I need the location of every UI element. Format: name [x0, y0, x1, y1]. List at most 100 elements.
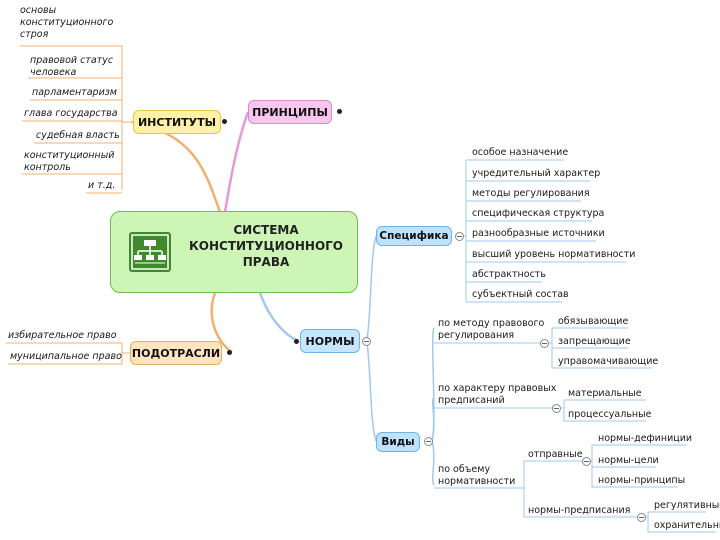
- item-text: регулятивные: [654, 500, 720, 511]
- scope-subbranch[interactable]: нормы-предписания: [528, 505, 630, 517]
- principles-node[interactable]: ПРИНЦИПЫ: [248, 100, 332, 124]
- type-item[interactable]: материальные: [568, 388, 642, 400]
- collapse-dot[interactable]: [294, 339, 299, 344]
- item-text: муниципальное право: [10, 351, 122, 362]
- types-branch[interactable]: по характеру правовых предписаний: [438, 383, 556, 407]
- item-text: нормы-предписания: [528, 505, 631, 516]
- item-text: нормы-дефиниции: [598, 433, 693, 444]
- item-text: субъектный состав: [472, 289, 569, 300]
- scope-subbranch[interactable]: отправные: [528, 449, 583, 461]
- type-item[interactable]: процессуальные: [568, 409, 651, 421]
- item-text: избирательное право: [8, 330, 117, 341]
- central-node[interactable]: СИСТЕМА КОНСТИТУЦИОННОГО ПРАВА: [110, 211, 358, 293]
- types-node[interactable]: Виды: [376, 432, 420, 452]
- item-line: нормативности: [438, 476, 516, 487]
- collapse-toggle[interactable]: [424, 437, 433, 446]
- institute-item[interactable]: глава государства: [24, 108, 118, 120]
- collapse-dot[interactable]: [227, 350, 232, 355]
- item-text: методы регулирования: [472, 188, 590, 199]
- item-text: запрещающие: [558, 336, 631, 347]
- item-line: по методу правового: [438, 318, 545, 329]
- item-text: судебная власть: [36, 130, 120, 141]
- subbranch-item[interactable]: избирательное право: [8, 330, 117, 342]
- link-central-institutes: [131, 120, 222, 213]
- item-text: глава государства: [24, 108, 118, 119]
- collapse-dot[interactable]: [222, 119, 227, 124]
- types-branch[interactable]: по объему нормативности: [438, 464, 515, 488]
- specifics-item[interactable]: абстрактность: [472, 269, 546, 281]
- specifics-item[interactable]: высший уровень нормативности: [472, 249, 635, 261]
- item-text: обязывающие: [558, 316, 629, 327]
- subbranches-label: ПОДОТРАСЛИ: [131, 346, 221, 360]
- collapse-toggle[interactable]: [582, 457, 591, 466]
- type-item[interactable]: обязывающие: [558, 316, 628, 328]
- collapse-toggle[interactable]: [540, 339, 549, 348]
- institute-item[interactable]: конституционный контроль: [24, 150, 114, 174]
- collapse-toggle[interactable]: [637, 513, 646, 522]
- specifics-item[interactable]: методы регулирования: [472, 188, 590, 200]
- item-line: предписаний: [438, 395, 505, 406]
- item-text: управомачивающие: [558, 356, 659, 367]
- principles-label: ПРИНЦИПЫ: [252, 105, 328, 119]
- types-branch[interactable]: по методу правового регулирования: [438, 318, 544, 342]
- type-item[interactable]: нормы-дефиниции: [598, 433, 692, 445]
- item-text: процессуальные: [568, 409, 652, 420]
- item-text: высший уровень нормативности: [472, 249, 636, 260]
- collapse-toggle[interactable]: [552, 404, 561, 413]
- item-line: регулирования: [438, 330, 515, 341]
- item-text: нормы-принципы: [598, 475, 686, 486]
- item-line: контроль: [24, 162, 71, 173]
- item-line: человека: [30, 67, 77, 78]
- specifics-node[interactable]: Специфика: [376, 226, 452, 246]
- institutes-node[interactable]: ИНСТИТУТЫ: [133, 110, 221, 134]
- item-text: разнообразные источники: [472, 228, 605, 239]
- specifics-item[interactable]: особое назначение: [472, 147, 568, 159]
- collapse-toggle[interactable]: [362, 337, 371, 346]
- type-item[interactable]: регулятивные: [654, 500, 720, 512]
- item-line: строя: [20, 29, 49, 40]
- link-central-principles: [223, 111, 250, 213]
- central-title-line: ПРАВА: [242, 255, 290, 269]
- specifics-item[interactable]: разнообразные источники: [472, 228, 605, 240]
- item-text: нормы-цели: [598, 455, 659, 466]
- type-item[interactable]: управомачивающие: [558, 356, 658, 368]
- subbranch-item[interactable]: муниципальное право: [10, 351, 122, 363]
- institute-item[interactable]: парламентаризм: [32, 87, 117, 99]
- item-text: отправные: [528, 449, 583, 460]
- type-item[interactable]: запрещающие: [558, 336, 631, 348]
- link-central-subbranches: [210, 292, 233, 354]
- link-central-norms: [258, 292, 299, 343]
- hierarchy-icon: [129, 232, 171, 272]
- central-title: СИСТЕМА КОНСТИТУЦИОННОГО ПРАВА: [181, 222, 351, 270]
- specifics-item[interactable]: учредительный характер: [472, 168, 600, 180]
- institute-item[interactable]: основы конституционного строя: [20, 5, 113, 41]
- item-text: материальные: [568, 388, 642, 399]
- specifics-item[interactable]: субъектный состав: [472, 289, 569, 301]
- central-title-line: КОНСТИТУЦИОННОГО: [188, 239, 344, 253]
- specifics-item[interactable]: специфическая структура: [472, 208, 604, 220]
- item-line: конституционного: [20, 17, 114, 28]
- institute-item[interactable]: и т.д.: [88, 180, 115, 192]
- collapse-dot[interactable]: [337, 109, 342, 114]
- item-line: по характеру правовых: [438, 383, 557, 394]
- item-text: учредительный характер: [472, 168, 601, 179]
- type-item[interactable]: охранительные: [654, 520, 720, 532]
- central-title-line: СИСТЕМА: [233, 223, 299, 237]
- type-item[interactable]: нормы-цели: [598, 455, 659, 467]
- institute-item[interactable]: судебная власть: [36, 130, 120, 142]
- subbranches-node[interactable]: ПОДОТРАСЛИ: [130, 341, 222, 365]
- item-text: и т.д.: [88, 180, 116, 191]
- specifics-label: Специфика: [379, 230, 449, 242]
- item-text: охранительные: [654, 520, 720, 531]
- norms-label: НОРМЫ: [305, 334, 355, 348]
- institutes-label: ИНСТИТУТЫ: [137, 115, 217, 129]
- item-line: конституционный: [24, 150, 115, 161]
- collapse-toggle[interactable]: [455, 232, 464, 241]
- types-label: Виды: [381, 436, 415, 448]
- item-text: парламентаризм: [32, 87, 117, 98]
- item-line: основы: [20, 5, 57, 16]
- institute-item[interactable]: правовой статус человека: [30, 55, 113, 79]
- norms-node[interactable]: НОРМЫ: [300, 329, 360, 353]
- type-item[interactable]: нормы-принципы: [598, 475, 685, 487]
